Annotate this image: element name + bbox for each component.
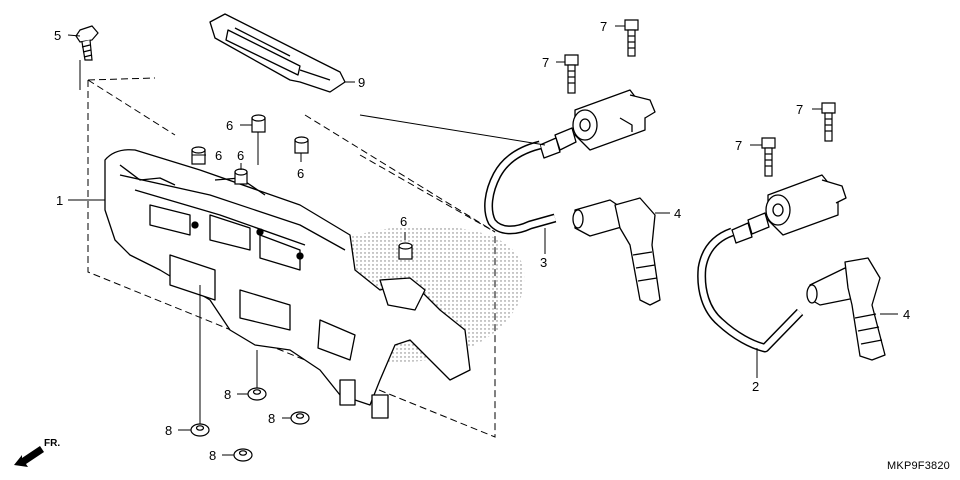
bolt-part-7 (564, 19, 836, 177)
callout-7-b: 7 (542, 55, 549, 70)
callout-8-c: 8 (165, 423, 172, 438)
callout-6-b: 6 (215, 148, 222, 163)
grommet-b (191, 146, 206, 165)
callout-7-d: 7 (735, 138, 742, 153)
plug-cap-part-4-right (806, 257, 886, 361)
nut-c (190, 423, 210, 437)
front-direction-arrow: FR. (14, 438, 60, 467)
callout-7-a: 7 (600, 19, 607, 34)
callout-6-c: 6 (237, 148, 244, 163)
bolt-7a (624, 19, 639, 57)
assembly-frame (87, 77, 496, 438)
callout-4-right: 4 (903, 307, 910, 322)
callout-6-d: 6 (297, 166, 304, 181)
bolt-7b (564, 54, 579, 94)
grommet-c (234, 168, 248, 185)
grommet-part-6 (191, 114, 413, 260)
ignition-coil-upper (484, 89, 656, 235)
nut-b (290, 411, 310, 425)
callout-6-e: 6 (400, 214, 407, 229)
bolt-7d (761, 137, 776, 177)
callout-6-a: 6 (226, 118, 233, 133)
nut-d (233, 448, 253, 462)
leader-lines (67, 25, 898, 456)
grommet-d (294, 136, 309, 154)
grommet-e (398, 242, 413, 260)
ignition-coil-right (697, 174, 847, 353)
nut-part-8 (190, 387, 310, 462)
callout-2: 2 (752, 379, 759, 394)
diagram-code: MKP9F3820 (887, 460, 950, 472)
coil-bracket-part-1 (104, 149, 471, 419)
callout-8-b: 8 (268, 411, 275, 426)
callout-8-d: 8 (209, 448, 216, 463)
connector-holder-part-9 (209, 13, 346, 93)
callout-7-c: 7 (796, 102, 803, 117)
callout-1: 1 (56, 193, 63, 208)
plug-cap-part-4-upper (572, 197, 661, 306)
nut-a (247, 387, 267, 401)
callout-4-upper: 4 (674, 206, 681, 221)
callout-9: 9 (358, 75, 365, 90)
callout-5: 5 (54, 28, 61, 43)
bolt-7c (821, 102, 836, 142)
grommet-a (251, 114, 266, 133)
callout-labels: 1 2 3 4 4 5 6 6 6 6 6 7 7 7 7 8 8 8 8 9 (54, 19, 910, 463)
callout-8-a: 8 (224, 387, 231, 402)
bolt-part-5 (75, 25, 99, 61)
callout-3: 3 (540, 255, 547, 270)
front-label: FR. (44, 438, 60, 449)
